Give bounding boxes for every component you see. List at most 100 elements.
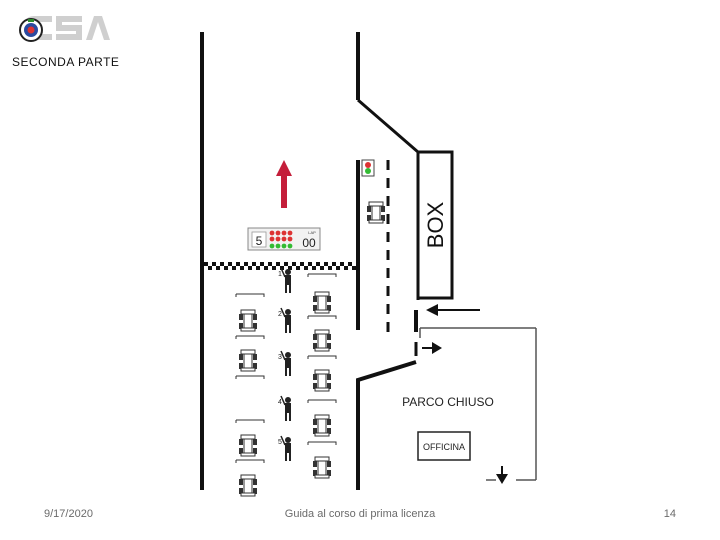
checker-square bbox=[320, 262, 324, 266]
grid-car bbox=[312, 456, 332, 479]
checker-square bbox=[324, 262, 328, 266]
marshal-icon: 3 bbox=[278, 350, 292, 377]
marshal-icon: 5 bbox=[278, 435, 292, 462]
marshal-icon: 2 bbox=[278, 307, 292, 334]
checker-square bbox=[304, 262, 308, 266]
checker-square bbox=[352, 262, 356, 266]
checker-square bbox=[280, 266, 284, 270]
checker-square bbox=[352, 266, 356, 270]
section-title: SECONDA PARTE bbox=[12, 55, 120, 69]
box-label: BOX bbox=[423, 201, 448, 248]
checker-square bbox=[340, 266, 344, 270]
checker-square bbox=[328, 266, 332, 270]
checker-square bbox=[292, 262, 296, 266]
checker-square bbox=[324, 266, 328, 270]
checker-square bbox=[312, 266, 316, 270]
checker-square bbox=[264, 262, 268, 266]
checker-square bbox=[204, 266, 208, 270]
grid-car bbox=[312, 414, 332, 437]
marshal-number: 5 bbox=[278, 439, 282, 446]
marshal-number: 1 bbox=[278, 271, 282, 278]
checker-square bbox=[288, 266, 292, 270]
checker-square bbox=[240, 262, 244, 266]
board-lap-label: LAP bbox=[308, 230, 316, 235]
checker-square bbox=[220, 266, 224, 270]
pit-entry-arrow-icon bbox=[426, 304, 480, 316]
board-right-number: 00 bbox=[302, 236, 316, 250]
checker-square bbox=[304, 266, 308, 270]
checker-square bbox=[268, 266, 272, 270]
checker-square bbox=[236, 266, 240, 270]
checker-square bbox=[244, 266, 248, 270]
checker-square bbox=[248, 266, 252, 270]
checker-square bbox=[296, 262, 300, 266]
checker-square bbox=[268, 262, 272, 266]
checker-square bbox=[276, 262, 280, 266]
checker-square bbox=[264, 266, 268, 270]
checker-square bbox=[228, 262, 232, 266]
checker-square bbox=[272, 262, 276, 266]
checker-square bbox=[296, 266, 300, 270]
footer-date: 9/17/2020 bbox=[44, 508, 93, 520]
parco-exit-arrow-icon bbox=[496, 466, 508, 484]
checker-square bbox=[348, 262, 352, 266]
checker-square bbox=[244, 262, 248, 266]
checker-square bbox=[260, 262, 264, 266]
traffic-light-icon bbox=[361, 159, 375, 177]
checker-square bbox=[288, 262, 292, 266]
officina-label: OFFICINA bbox=[423, 442, 465, 452]
checker-square bbox=[348, 266, 352, 270]
checker-square bbox=[220, 262, 224, 266]
marshal-number: 2 bbox=[278, 311, 282, 318]
pit-lane-diagram: BOX PARCO CHIUSO OFFICINA 5 LAP 0 bbox=[200, 32, 537, 497]
checker-square bbox=[232, 266, 236, 270]
pit-car bbox=[366, 201, 386, 224]
checker-square bbox=[224, 262, 228, 266]
parco-label: PARCO CHIUSO bbox=[402, 395, 494, 409]
footer-title: Guida al corso di prima licenza bbox=[284, 508, 436, 520]
checker-square bbox=[208, 262, 212, 266]
box-building bbox=[416, 150, 454, 300]
checker-square bbox=[312, 262, 316, 266]
checker-square bbox=[292, 266, 296, 270]
checker-square bbox=[332, 262, 336, 266]
board-left-number: 5 bbox=[256, 234, 263, 248]
checker-square bbox=[336, 266, 340, 270]
checker-square bbox=[216, 262, 220, 266]
checker-square bbox=[256, 266, 260, 270]
checker-square bbox=[224, 266, 228, 270]
checker-square bbox=[232, 262, 236, 266]
checker-square bbox=[276, 266, 280, 270]
grid-car bbox=[312, 329, 332, 352]
checker-square bbox=[308, 262, 312, 266]
board-lights bbox=[269, 230, 293, 249]
checker-square bbox=[316, 266, 320, 270]
grid-car bbox=[238, 309, 258, 332]
checker-square bbox=[260, 266, 264, 270]
checker-square bbox=[240, 266, 244, 270]
checker-square bbox=[252, 262, 256, 266]
grid-car bbox=[312, 291, 332, 314]
marshal-icon: 4 bbox=[278, 395, 292, 422]
checker-square bbox=[212, 262, 216, 266]
checker-square bbox=[248, 262, 252, 266]
checker-square bbox=[332, 266, 336, 270]
parco-wall bbox=[356, 360, 417, 490]
lap-board: 5 LAP 00 bbox=[247, 227, 321, 251]
checker-square bbox=[252, 266, 256, 270]
grid-slots bbox=[235, 273, 337, 463]
officina-box bbox=[417, 431, 471, 461]
grid-car bbox=[312, 369, 332, 392]
checker-square bbox=[336, 262, 340, 266]
direction-arrow-icon bbox=[276, 160, 292, 208]
marshal-icon: 1 bbox=[278, 267, 292, 294]
checker-square bbox=[344, 262, 348, 266]
checker-square bbox=[300, 266, 304, 270]
checker-square bbox=[204, 262, 208, 266]
checker-square bbox=[284, 266, 288, 270]
grid-car bbox=[238, 349, 258, 372]
checker-square bbox=[344, 266, 348, 270]
checker-square bbox=[308, 266, 312, 270]
checker-square bbox=[272, 266, 276, 270]
marshal-number: 3 bbox=[278, 354, 282, 361]
